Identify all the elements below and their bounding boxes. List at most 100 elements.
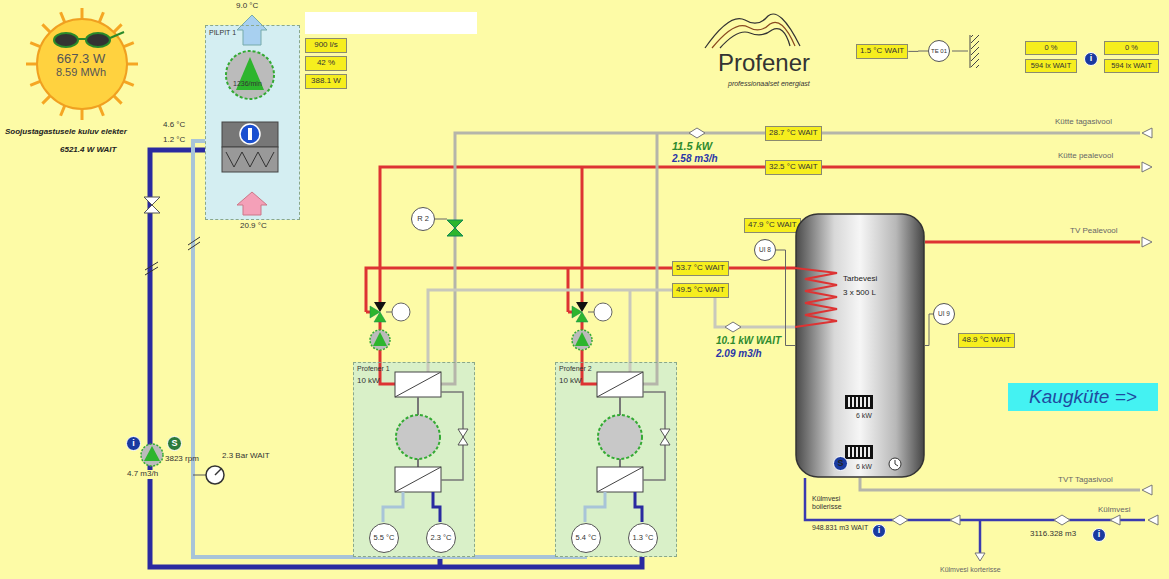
plant-graphic: [971, 35, 979, 68]
node-text: 667.3 W: [57, 52, 105, 66]
value-label: 1.2 °C: [163, 136, 185, 145]
plant-graphic: [860, 478, 1140, 490]
valves: [144, 197, 463, 236]
value-label: 9.0 °C: [236, 2, 258, 11]
plant-graphic: [188, 242, 200, 250]
value-label: TV Pealevool: [1070, 227, 1118, 236]
plant-graphic: [144, 446, 160, 461]
plant-graphic: [380, 167, 1140, 302]
plant-graphic: [54, 33, 78, 47]
break-marks: [145, 237, 200, 275]
plant-graphic: [353, 302, 475, 557]
plant-graphic: [447, 220, 463, 228]
value-label: 2.09 m3/h: [716, 348, 762, 359]
plant-graphic: [237, 192, 267, 215]
plant-graphic: [720, 29, 790, 48]
sensor-lead: [908, 51, 928, 52]
plant-graphic: [1110, 515, 1120, 525]
node-text: i: [1090, 54, 1093, 64]
value-box: 594 lx WAIT: [1104, 59, 1159, 73]
value-label: Külmvesi boilerisse: [812, 495, 857, 510]
plant-graphic: [78, 38, 86, 40]
plant-graphic: [1148, 515, 1158, 525]
value-box: 1.5 °C WAIT: [856, 44, 908, 59]
node-text: R 2: [417, 215, 429, 223]
node-text: Kaugküte =>: [1029, 387, 1137, 408]
value-label: 1236/min: [233, 80, 262, 88]
info-badge: i: [872, 524, 886, 538]
logo-mountains: [705, 14, 800, 48]
plant-graphic: [215, 469, 221, 475]
value-label: 2.3 Bar WAIT: [222, 452, 270, 461]
node-text: 32.5 °C WAIT: [769, 163, 818, 172]
plant-graphic: [236, 57, 264, 90]
ventilation-unit: [205, 15, 300, 220]
node-text: S: [171, 439, 177, 449]
node-text: i: [1098, 530, 1101, 540]
plant-graphic: [193, 475, 206, 476]
plant-graphic: [144, 197, 160, 205]
value-box: 49.5 °C WAIT: [672, 283, 729, 298]
node-text: S: [837, 459, 843, 469]
value-label: Profener: [718, 50, 810, 76]
plant-graphic: [805, 478, 1145, 520]
value-box: 42 %: [305, 56, 347, 71]
plant-graphic: [950, 515, 960, 525]
plant-graphic: [705, 14, 800, 48]
value-label: 11.5 kW: [672, 140, 712, 152]
node-text: 0 %: [1108, 44, 1155, 52]
node-text: 900 l/s: [309, 41, 343, 50]
sensor-circle: 2.3 °C: [426, 523, 456, 553]
plant-graphic: [1142, 128, 1152, 138]
plant-graphic: [206, 466, 224, 484]
flow-arrows: [950, 128, 1158, 561]
value-box: 47.9 °C WAIT: [744, 218, 801, 233]
node-text: TE 01: [931, 48, 947, 55]
value-label: TVT Tagasivool: [1058, 476, 1113, 485]
value-label: 6 kW: [856, 463, 872, 471]
value-label: 10.1 kW WAIT: [716, 335, 781, 346]
sensor-circle: TE 01: [928, 40, 950, 62]
plant-graphic: [970, 35, 971, 68]
value-box: 53.7 °C WAIT: [672, 261, 729, 276]
plant-graphic: [226, 152, 274, 167]
node-text: 42 %: [309, 59, 343, 68]
plant-graphic: [555, 302, 677, 557]
node-text: 1.5 °C WAIT: [860, 47, 904, 56]
node-text: 10 kW: [357, 377, 380, 386]
value-label: 3116.328 m3: [1030, 530, 1076, 539]
value-box: 48.9 °C WAIT: [958, 333, 1015, 348]
plant-graphic: [222, 147, 278, 172]
node-text: 5.5 °C: [374, 534, 395, 542]
node-text: i: [878, 526, 881, 536]
storage-tank: Tarbevesi3 x 500 LS: [795, 213, 925, 478]
value-label: 3823 rpm: [165, 455, 199, 464]
blank-field: [305, 12, 477, 34]
value-box: 32.5 °C WAIT: [765, 160, 822, 175]
unit-panel: PILPIT 1: [205, 25, 300, 220]
plant-graphic: [145, 262, 158, 270]
plant-graphic: [629, 290, 632, 362]
node-text: 388.1 W: [309, 77, 343, 86]
node-text: Tarbevesi: [843, 275, 877, 284]
plant-graphic: [144, 205, 160, 213]
plant-graphic: [237, 15, 267, 45]
value-label: 6 kW: [856, 412, 872, 420]
unit-panel: Profener 110 kW5.5 °C2.3 °C: [353, 362, 475, 557]
pressure-gauge: [206, 466, 224, 484]
sensor-circle: 5.5 °C: [369, 523, 399, 553]
plant-graphic: [435, 219, 447, 220]
link-button: Kaugküte =>: [1008, 383, 1158, 411]
plant-graphic: [240, 124, 260, 144]
sensor-lead: [776, 250, 795, 346]
circulation-pump: [141, 444, 163, 466]
value-box: 28.7 °C WAIT: [765, 126, 822, 141]
sensor-circle: UI 9: [933, 303, 955, 325]
unit-panel: Profener 210 kW5.4 °C1.3 °C: [555, 362, 677, 557]
plant-graphic: [145, 267, 158, 275]
node-text: 1.3 °C: [633, 534, 654, 542]
plant-graphic: [86, 33, 110, 47]
